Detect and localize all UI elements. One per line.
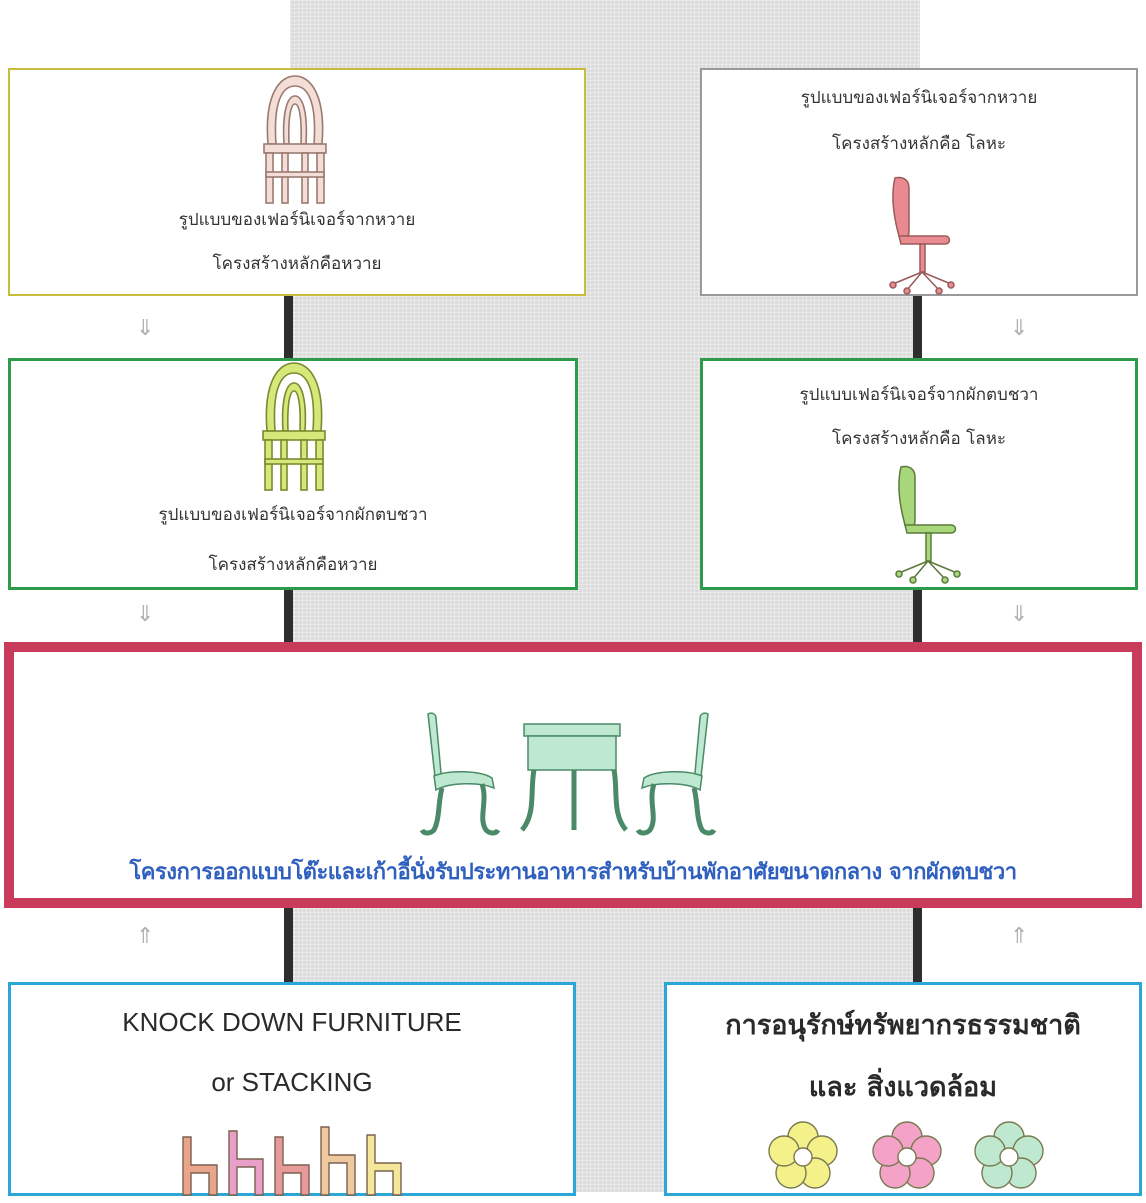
arrow-up-right: ⇑	[1010, 924, 1029, 949]
box-hyacinth-metal-line1: รูปแบบเฟอร์นิเจอร์จากผักตบชวา	[799, 385, 1039, 405]
box-hyacinth-metal: รูปแบบเฟอร์นิเจอร์จากผักตบชวา โครงสร้างห…	[700, 358, 1138, 590]
box-hyacinth-rattan-line1: รูปแบบของเฟอร์นิเจอร์จากผักตบชวา	[158, 505, 428, 525]
flowers-icon	[768, 1121, 1044, 1189]
metal-chair-pink-icon	[889, 176, 955, 295]
arrow-up-left: ⇑	[136, 924, 155, 949]
arrow-down-right-2: ⇓	[1010, 602, 1029, 627]
arrow-down-right-1: ⇓	[1010, 316, 1029, 341]
box-knockdown-line2: or STACKING	[211, 1067, 373, 1097]
metal-chair-green-icon	[895, 465, 961, 584]
box-rattan-metal-line2: โครงสร้างหลักคือ โลหะ	[831, 134, 1007, 154]
box-conservation-line1: การอนุรักษ์ทรัพยากรธรรมชาติ	[725, 1010, 1081, 1041]
box-hyacinth-rattan-line2: โครงสร้างหลักคือหวาย	[208, 555, 378, 575]
box-knockdown: KNOCK DOWN FURNITURE or STACKING	[8, 982, 576, 1196]
box-rattan-metal: รูปแบบของเฟอร์นิเจอร์จากหวาย โครงสร้างหล…	[700, 68, 1138, 296]
arrow-down-left-1: ⇓	[136, 316, 155, 341]
spine-right-lower	[913, 905, 922, 985]
box-conservation-line2: และ สิ่งแวดล้อม	[808, 1072, 998, 1103]
rattan-chair-icon	[263, 75, 327, 204]
box-project: โครงการออกแบบโต๊ะและเก้าอี้นั่งรับประทาน…	[4, 642, 1142, 908]
box-rattan-rattan: รูปแบบของเฟอร์นิเจอร์จากหวาย โครงสร้างหล…	[8, 68, 586, 296]
box-rattan-rattan-line1: รูปแบบของเฟอร์นิเจอร์จากหวาย	[178, 210, 416, 230]
box-rattan-rattan-line2: โครงสร้างหลักคือหวาย	[212, 254, 382, 274]
box-conservation: การอนุรักษ์ทรัพยากรธรรมชาติ และ สิ่งแวดล…	[664, 982, 1142, 1196]
box-rattan-metal-line1: รูปแบบของเฟอร์นิเจอร์จากหวาย	[800, 88, 1038, 108]
spine-left-lower	[284, 905, 293, 985]
dining-set-icon	[419, 712, 717, 836]
box-hyacinth-metal-line2: โครงสร้างหลักคือ โลหะ	[831, 429, 1007, 449]
box-knockdown-line1: KNOCK DOWN FURNITURE	[122, 1007, 462, 1037]
stacking-chairs-icon	[182, 1126, 402, 1196]
box-hyacinth-rattan: รูปแบบของเฟอร์นิเจอร์จากผักตบชวา โครงสร้…	[8, 358, 578, 590]
hyacinth-chair-icon	[262, 362, 326, 491]
arrow-down-left-2: ⇓	[136, 602, 155, 627]
project-title: โครงการออกแบบโต๊ะและเก้าอี้นั่งรับประทาน…	[129, 860, 1017, 885]
